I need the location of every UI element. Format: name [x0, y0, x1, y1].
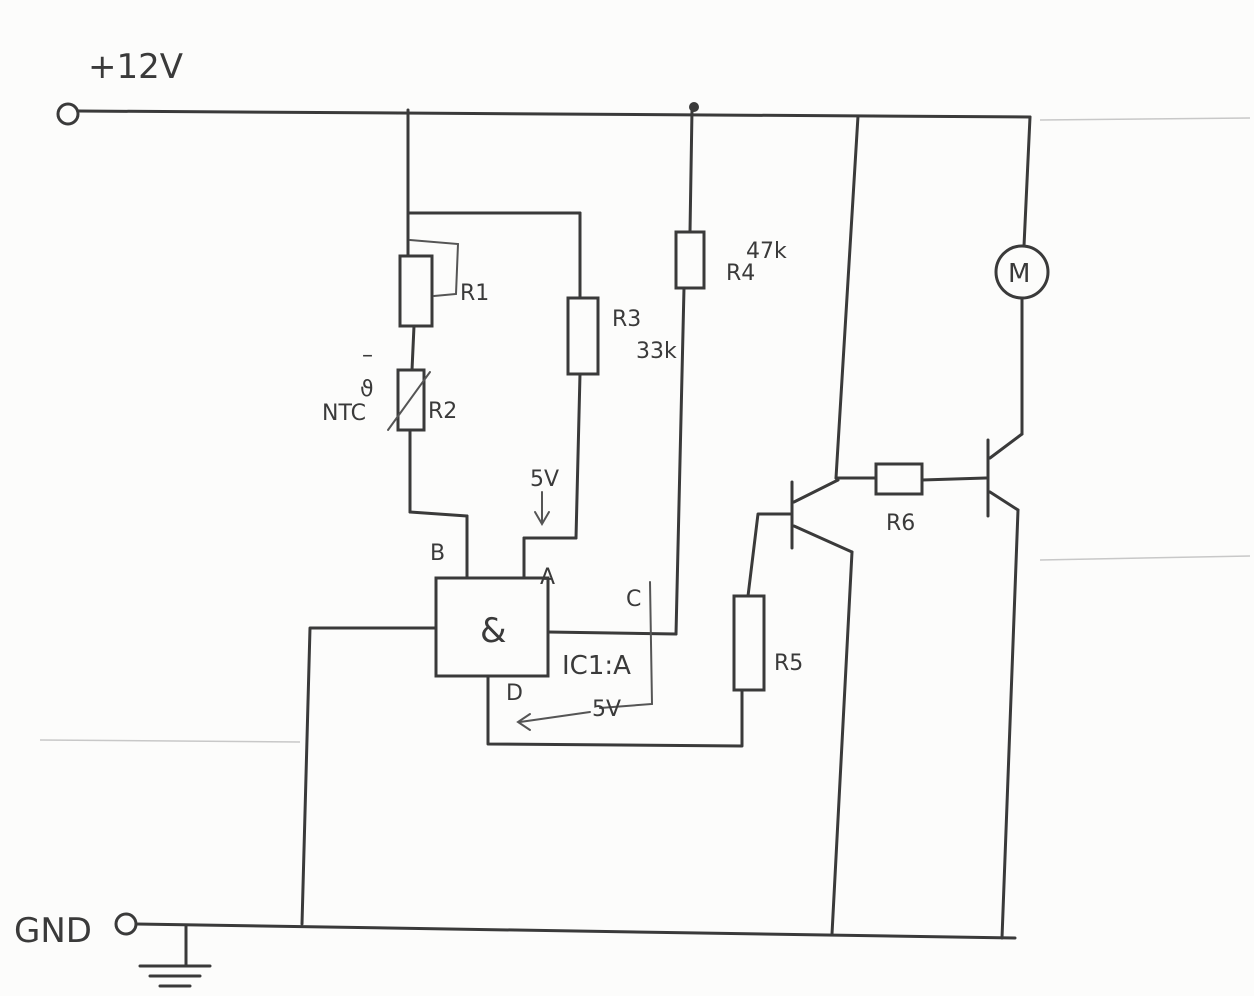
- r3-label: R3: [612, 307, 641, 332]
- sensor-branch: [387, 108, 582, 580]
- thermistor-slash: [387, 371, 431, 431]
- voltage-d-line: [599, 581, 654, 709]
- resistor-r6: [874, 462, 924, 496]
- resistor-r3: [566, 296, 600, 376]
- r2-label: R2: [428, 399, 457, 424]
- r6-label: R6: [886, 511, 915, 536]
- supply-terminal: [56, 102, 80, 126]
- supply-label: +12V: [88, 47, 183, 87]
- reference-branch: [522, 211, 600, 580]
- r2-minus-label: –: [362, 343, 373, 368]
- voltage-d-arrowhead: [516, 713, 531, 731]
- wire-r5-base: [746, 512, 792, 598]
- r4-label: R4: [726, 261, 755, 286]
- t1-collector: [792, 478, 840, 504]
- voltage-a-label: 5V: [530, 467, 559, 492]
- wire-r3-lower: [574, 372, 582, 540]
- gate-body: [434, 576, 550, 678]
- pin-b-label: B: [430, 541, 445, 566]
- resistor-r1: [398, 254, 434, 328]
- wire-r6-t2: [920, 476, 988, 482]
- supply-rail-line: [76, 109, 1032, 119]
- motor-label: M: [1008, 259, 1030, 289]
- ground-label: GND: [14, 911, 92, 951]
- wire-r4-top: [688, 108, 694, 234]
- r1-wiper: [409, 239, 460, 297]
- wire-t2-emitter-ground: [1000, 508, 1020, 940]
- load-branch: [994, 115, 1050, 436]
- transistor-t2: [986, 432, 1024, 940]
- ground-rail-line: [134, 922, 1017, 940]
- t1-emitter: [792, 524, 854, 554]
- wire-pin-d-r5: [486, 674, 744, 748]
- wire-r4-bottom: [674, 286, 686, 636]
- r2-type-label: NTC: [322, 401, 366, 426]
- transistor-t1: [790, 478, 854, 936]
- wire-to-pin-b: [408, 510, 469, 518]
- wire-gate-ground: [300, 626, 438, 926]
- wire-r1-r2: [410, 324, 416, 372]
- r3-value: 33k: [636, 339, 677, 364]
- t2-emitter: [988, 490, 1020, 512]
- r1-label: R1: [460, 281, 489, 306]
- ground-terminal: [114, 912, 138, 936]
- supply-rail: [56, 102, 1032, 126]
- voltage-a-arrowhead: [534, 511, 550, 526]
- r2-theta-label: ϑ: [360, 377, 374, 402]
- pullup-branch: [516, 108, 706, 731]
- pin-c-label: C: [626, 587, 641, 612]
- wire-gate-output: [546, 630, 678, 636]
- gate-ic1a: [434, 576, 550, 678]
- wire-supply-t1: [834, 114, 860, 480]
- r5-label: R5: [774, 651, 803, 676]
- paper-marks: [39, 117, 1251, 743]
- voltage-d-arrow: [519, 711, 591, 723]
- ground-rail: [114, 912, 1017, 988]
- wire-load-top: [1022, 115, 1032, 248]
- thermistor-r2: [396, 368, 426, 432]
- pin-d-label: D: [506, 681, 523, 706]
- pin-a-label: A: [540, 565, 555, 590]
- gate-symbol: &: [480, 611, 507, 651]
- wire-t1-emitter-ground: [830, 550, 854, 936]
- t2-collector: [988, 432, 1024, 460]
- r4-value: 47k: [746, 239, 787, 264]
- resistor-r4: [674, 230, 706, 290]
- voltage-d-label: 5V: [592, 697, 621, 722]
- ic-name-label: IC1:A: [562, 651, 631, 681]
- resistor-r5: [732, 594, 766, 692]
